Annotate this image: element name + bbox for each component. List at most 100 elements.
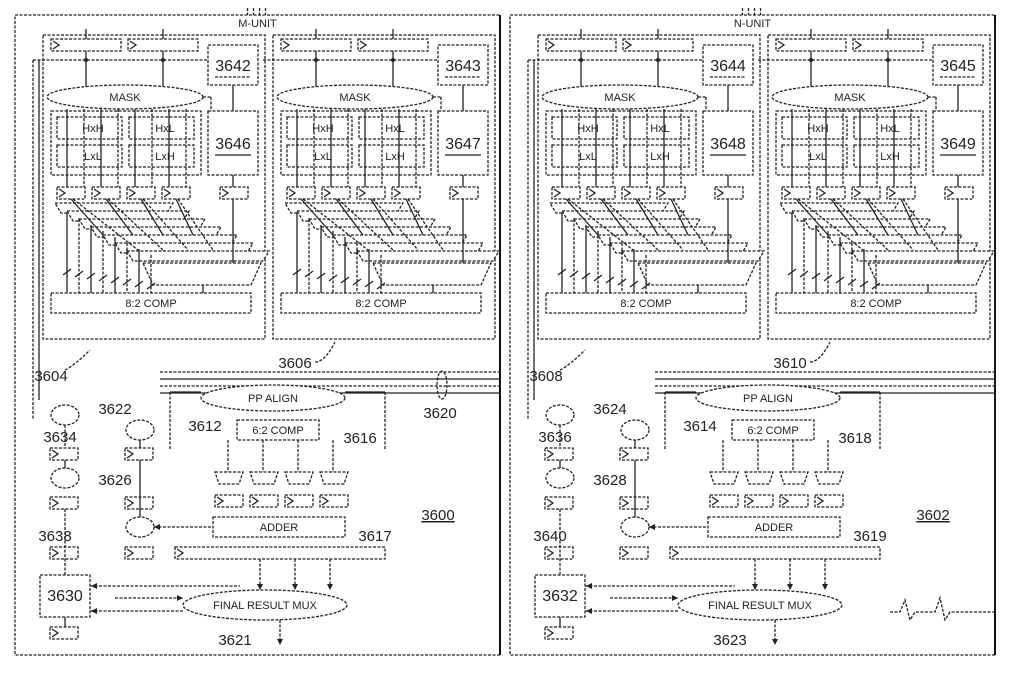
multiplier-label: HxL — [880, 123, 900, 135]
result-control-label: 3630 — [47, 588, 83, 605]
block-ref-label: 3646 — [215, 136, 251, 153]
break-symbol-icon — [890, 20, 996, 622]
arrow-head-icon — [277, 639, 283, 645]
register-flop — [49, 546, 79, 560]
select-mux — [319, 471, 349, 485]
partial-multiplier — [781, 144, 848, 168]
clock-triangle-icon — [393, 188, 402, 198]
register-flop — [714, 186, 744, 200]
register-flop — [284, 494, 314, 508]
compressor-label: 8:2 COMP — [620, 298, 671, 310]
pp-align-label: PP ALIGN — [248, 393, 298, 405]
register-flop — [49, 447, 79, 461]
clock-triangle-icon — [176, 548, 185, 558]
block-ref-label: 3644 — [710, 58, 746, 75]
clock-triangle-icon — [52, 40, 61, 50]
pp-align-ellipse — [695, 384, 841, 412]
register-flop — [852, 38, 924, 52]
subunit-ref-label: 3606 — [278, 355, 311, 372]
result-control-block — [534, 574, 586, 618]
clock-triangle-icon — [282, 40, 291, 50]
partial-multiplier — [853, 144, 920, 168]
register-flop — [126, 186, 156, 200]
multiplier-label: HxL — [385, 123, 405, 135]
multiplier-label: HxL — [650, 123, 670, 135]
multiplier-label: LxH — [385, 151, 405, 163]
register-flop — [544, 496, 574, 510]
subunit-ref-label: 3604 — [34, 368, 67, 385]
compressor-6-2-label: 6:2 COMP — [747, 425, 798, 437]
result-control-label: 3632 — [542, 588, 578, 605]
register-flop — [214, 494, 244, 508]
arrow-head-icon — [772, 639, 778, 645]
register-flop — [124, 496, 154, 510]
exponent-unit — [125, 419, 155, 441]
final-result-mux — [182, 589, 348, 621]
clock-triangle-icon — [671, 548, 680, 558]
pp-align-ref: 3614 — [683, 418, 716, 435]
arrow-head-icon — [822, 584, 828, 590]
clock-triangle-icon — [818, 188, 827, 198]
exponent-unit — [545, 467, 575, 489]
clock-triangle-icon — [126, 449, 135, 459]
clock-triangle-icon — [716, 188, 725, 198]
arrow-head-icon — [649, 524, 655, 530]
clock-triangle-icon — [546, 628, 555, 638]
clock-triangle-icon — [221, 188, 230, 198]
csa-stage — [125, 250, 271, 262]
clock-triangle-icon — [853, 188, 862, 198]
clock-triangle-icon — [888, 188, 897, 198]
register-flop — [91, 186, 121, 200]
clock-triangle-icon — [546, 449, 555, 459]
partial-multiplier — [781, 116, 848, 140]
select-mux — [214, 471, 244, 485]
arrow-head-icon — [154, 524, 160, 530]
final-mux-ref: 3621 — [218, 632, 251, 649]
compressor-label: 8:2 COMP — [125, 298, 176, 310]
multiplier-label: HxH — [807, 123, 828, 135]
unit-ref-label: 3602 — [916, 507, 949, 524]
clock-triangle-icon — [746, 496, 755, 506]
compressor-8-2 — [50, 292, 252, 314]
pp-align-ellipse — [200, 384, 346, 412]
multiplier-label: HxH — [82, 123, 103, 135]
register-flop — [709, 494, 739, 508]
partial-multiplier — [358, 144, 425, 168]
final-mux-label: FINAL RESULT MUX — [708, 600, 812, 612]
adder-label: ADDER — [755, 522, 794, 534]
partial-multiplier — [286, 144, 353, 168]
multiplier-label: HxH — [577, 123, 598, 135]
select-mux — [779, 471, 809, 485]
register-flop — [50, 38, 122, 52]
register-flop — [127, 38, 199, 52]
clock-triangle-icon — [553, 188, 562, 198]
register-flop — [544, 546, 574, 560]
csa-stage — [636, 262, 758, 286]
partial-multiplier — [358, 116, 425, 140]
pp-align-label: PP ALIGN — [743, 393, 793, 405]
compressor-label: 8:2 COMP — [355, 298, 406, 310]
register-flop — [49, 496, 79, 510]
clock-triangle-icon — [288, 188, 297, 198]
clock-triangle-icon — [777, 40, 786, 50]
block-ref-label: 3642 — [215, 58, 251, 75]
arrow-head-icon — [91, 583, 97, 589]
compressor-6-2-ref: 3618 — [838, 430, 871, 447]
csa-stage — [620, 250, 766, 262]
unit-title: N-UNIT — [734, 18, 772, 30]
clock-triangle-icon — [321, 496, 330, 506]
register-flop — [781, 186, 811, 200]
multiplier-label: LxL — [84, 151, 102, 163]
mask-label: MASK — [109, 92, 141, 104]
clock-triangle-icon — [547, 40, 556, 50]
partial-multiplier — [853, 116, 920, 140]
clock-triangle-icon — [781, 496, 790, 506]
compressor-6-2-label: 6:2 COMP — [252, 425, 303, 437]
arrow-head-icon — [672, 595, 678, 601]
clock-triangle-icon — [129, 40, 138, 50]
clock-triangle-icon — [711, 496, 720, 506]
bus-ref-label: 3620 — [423, 405, 456, 422]
final-mux-ref: 3623 — [713, 632, 746, 649]
